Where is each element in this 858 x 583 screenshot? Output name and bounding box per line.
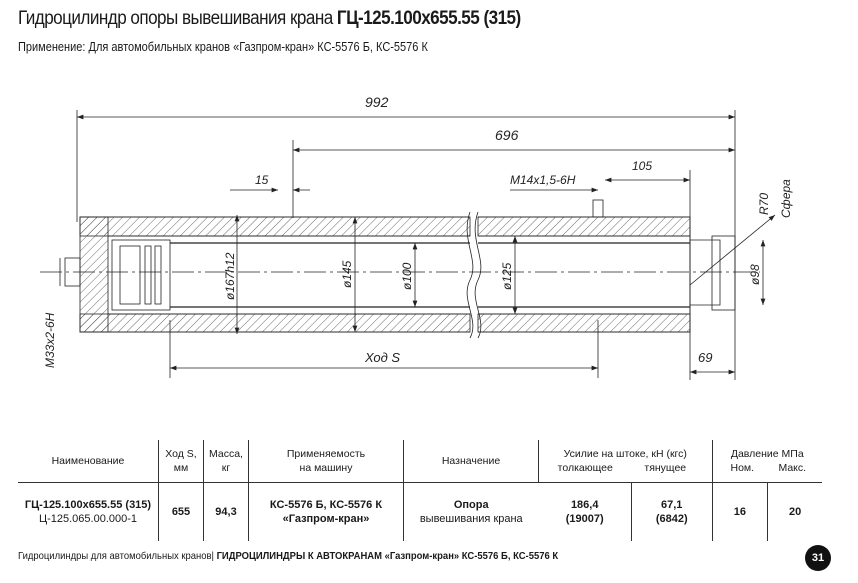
th-pull: тянущее (644, 462, 687, 474)
th-push: толкающее (557, 462, 613, 474)
page-number-badge: 31 (805, 545, 831, 571)
th-name: Наименование (18, 440, 159, 483)
dim-15: 15 (255, 173, 269, 187)
pull-kgf: (6842) (655, 513, 688, 525)
th-applic-label2: на машину (299, 462, 353, 474)
cell-applic: КС-5576 Б, КС-5576 К «Газпром-кран» (248, 482, 404, 541)
cell-name: ГЦ-125.100х655.55 (315) Ц-125.065.00.000-… (18, 483, 159, 542)
th-stroke: Ход S, мм (158, 440, 204, 483)
applic-brand: «Газпром-кран» (282, 513, 370, 525)
stroke-label: Ход S (364, 350, 400, 365)
cell-max: 20 (767, 482, 822, 541)
cell-push: 186,4 (19007) (539, 483, 632, 542)
th-force: Усилие на штоке, кН (кгс) толкающее тянуще… (538, 440, 713, 483)
dim-d167: ø167h12 (223, 252, 237, 300)
push-kn: 186,4 (570, 499, 599, 511)
cell-nom: 16 (711, 482, 768, 541)
cell-mass: 94,3 (203, 482, 249, 541)
th-applic-label: Применяемость (286, 448, 366, 460)
th-stroke-unit: мм (173, 462, 189, 474)
dim-696: 696 (495, 127, 519, 143)
spec-table: Наименование Ход S, мм Масса, кг Применяем… (18, 440, 822, 541)
dim-d145: ø145 (340, 260, 354, 288)
radius-r70: R70 (757, 193, 771, 215)
dim-d98: ø98 (748, 264, 762, 285)
dim-69: 69 (698, 350, 712, 365)
dim-d100: ø100 (400, 262, 414, 290)
thread-port: M14x1,5-6H (510, 173, 576, 187)
model-name: ГЦ-125.100х655.55 (315) (24, 499, 152, 511)
th-nom: Ном. (730, 462, 755, 474)
table-header: Наименование Ход S, мм Масса, кг Применяем… (18, 440, 822, 483)
thread-end: M33x2-6H (43, 312, 57, 368)
th-max: Макс. (778, 462, 807, 474)
page-footer: Гидроцилиндры для автомобильных кранов| … (18, 550, 558, 562)
model-code: Ц-125.065.00.000-1 (38, 513, 138, 525)
dim-105: 105 (632, 159, 652, 173)
th-mass-label: Масса, (209, 448, 243, 460)
dim-992: 992 (365, 94, 389, 110)
th-applic: Применяемость на машину (248, 440, 404, 483)
sphere-label: Сфера (779, 179, 793, 218)
applic-models: КС-5576 Б, КС-5576 К (269, 499, 383, 511)
th-mass-unit: кг (221, 462, 231, 474)
table-row: ГЦ-125.100х655.55 (315) Ц-125.065.00.000-… (18, 482, 822, 542)
page-subtitle: Применение: Для автомобильных кранов «Га… (18, 40, 428, 54)
cylinder-drawing: 992 696 15 105 M14x1,5-6H Ход S 69 ø167h… (40, 94, 793, 380)
page-title: Гидроцилиндр опоры вывешивания крана ГЦ-… (18, 8, 521, 30)
cell-pull: 67,1 (6842) (630, 482, 713, 541)
cell-stroke: 655 (158, 482, 204, 541)
th-force-label: Усилие на штоке, кН (кгс) (563, 448, 687, 460)
pull-kn: 67,1 (661, 499, 683, 511)
footer-chapter: ГИДРОЦИЛИНДРЫ К АВТОКРАНАМ «Газпром-кран… (216, 550, 559, 562)
th-mass: Масса, кг (203, 440, 249, 483)
th-purpose: Назначение (403, 440, 539, 483)
footer-section: Гидроцилиндры для автомобильных кранов| (18, 550, 217, 562)
purpose-main: Опора (453, 499, 489, 511)
purpose-detail: вывешивания крана (419, 513, 523, 525)
th-stroke-label: Ход S, (165, 448, 197, 460)
title-model: ГЦ-125.100х655.55 (315) (336, 8, 521, 29)
cell-purpose: Опора вывешивания крана (403, 482, 539, 541)
push-kgf: (19007) (565, 513, 604, 525)
dim-d125: ø125 (500, 262, 514, 290)
title-prefix: Гидроцилиндр опоры вывешивания крана (18, 8, 337, 29)
th-pressure-label: Давление МПа (730, 448, 804, 460)
